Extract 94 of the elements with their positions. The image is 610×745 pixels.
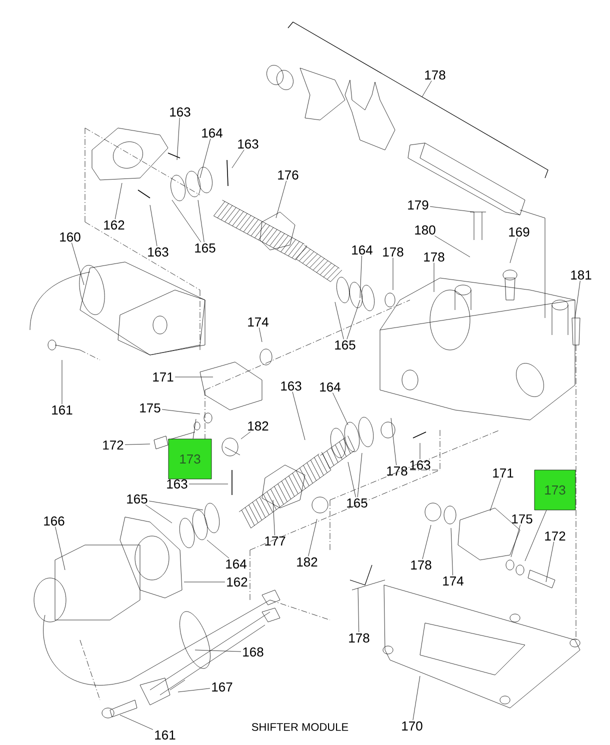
callout-number: 178 — [411, 560, 432, 570]
callout-number: 160 — [60, 232, 80, 242]
callout-number: 169 — [509, 227, 530, 237]
leader-line — [206, 540, 230, 558]
leader-line — [145, 504, 172, 524]
leader-line — [174, 376, 214, 378]
leader-line — [194, 650, 242, 652]
callout-number: 171 — [153, 372, 174, 382]
leader-line — [162, 409, 200, 414]
callout-number: 175 — [140, 403, 160, 413]
callout-number: 180 — [415, 225, 436, 235]
leader-line — [200, 138, 211, 178]
leader-line — [422, 524, 432, 560]
callout-number: 177 — [265, 536, 286, 546]
leader-line — [276, 180, 287, 218]
leader-line — [357, 452, 362, 498]
callout-number: 163 — [148, 247, 168, 257]
leader-line — [450, 528, 453, 576]
callout-number: 178 — [424, 252, 444, 262]
callout-number: 168 — [243, 647, 264, 657]
caption: SHIFTER MODULE — [252, 723, 348, 731]
leader-line — [422, 80, 432, 98]
callout-number: 174 — [248, 318, 268, 326]
leader-line — [574, 280, 580, 318]
leader-line — [510, 524, 521, 558]
callout-number: 166 — [44, 516, 64, 526]
leader-line — [348, 462, 356, 498]
callout-number: 181 — [571, 270, 592, 280]
leader-line — [176, 118, 180, 160]
leader-line — [72, 242, 84, 286]
leader-line — [114, 182, 122, 220]
leader-line — [232, 150, 244, 168]
leader-line — [332, 392, 348, 426]
callout-number: 163 — [281, 381, 302, 391]
callout-number: 171 — [493, 468, 514, 478]
callout-number: 163 — [410, 460, 430, 470]
callout-number: 182 — [248, 421, 268, 431]
callout-number: 164 — [202, 128, 222, 138]
callout-number: 165 — [127, 494, 148, 504]
callout-number: 165 — [195, 243, 216, 253]
leader-line — [258, 327, 262, 342]
leader-line — [392, 258, 394, 290]
leader-line — [178, 688, 210, 692]
callout-number: 163 — [167, 479, 188, 489]
leader-line — [434, 236, 470, 258]
callout-number: 178 — [383, 247, 404, 257]
callout-number: 163 — [170, 107, 190, 117]
callout-number: 174 — [443, 576, 464, 586]
leader-line — [546, 542, 554, 582]
callout-number: 163 — [238, 139, 258, 149]
leader-line — [524, 510, 547, 562]
leader-line — [172, 200, 202, 242]
callout-number: 162 — [227, 577, 248, 587]
callout-number: 164 — [352, 245, 372, 255]
leader-line — [308, 518, 318, 556]
leader-line — [150, 204, 158, 246]
leader-line — [490, 478, 502, 512]
callout-number: 178 — [425, 70, 446, 80]
leader-line — [510, 238, 518, 264]
leader-line — [148, 500, 204, 510]
callout-box: 173 — [168, 438, 212, 480]
leader-line — [55, 526, 66, 570]
leader-line — [120, 714, 154, 730]
leader-line — [292, 392, 306, 440]
leader-line — [360, 256, 362, 298]
callout-number: 167 — [212, 682, 232, 692]
callout-box: 173 — [534, 470, 576, 510]
callout-number: 178 — [349, 633, 370, 643]
leader-line — [272, 500, 275, 536]
callout-number: 182 — [297, 557, 318, 567]
callout-number: 170 — [402, 721, 422, 731]
callout-number: 176 — [278, 170, 298, 180]
callout-number: 164 — [226, 559, 246, 569]
leader-line — [334, 302, 344, 340]
leader-line — [358, 588, 360, 632]
callout-number: 175 — [512, 514, 532, 524]
callout-number: 161 — [52, 405, 72, 415]
callout-number: 172 — [103, 440, 124, 450]
callout-number: 161 — [155, 730, 176, 740]
callout-number: 172 — [545, 531, 566, 541]
callout-number: 179 — [408, 200, 428, 210]
callout-number: 164 — [320, 382, 340, 392]
callout-number: 165 — [335, 340, 356, 350]
leader-line — [124, 444, 150, 445]
leader-line — [240, 432, 251, 440]
leader-line — [346, 300, 360, 340]
leader-line — [192, 418, 196, 439]
leader-line — [412, 676, 420, 720]
leader-line — [390, 418, 397, 466]
callout-number: 162 — [104, 220, 124, 230]
leader-line — [430, 206, 474, 212]
callout-number: 178 — [387, 466, 408, 476]
callout-number: 165 — [347, 498, 368, 508]
leader-line — [198, 200, 204, 242]
